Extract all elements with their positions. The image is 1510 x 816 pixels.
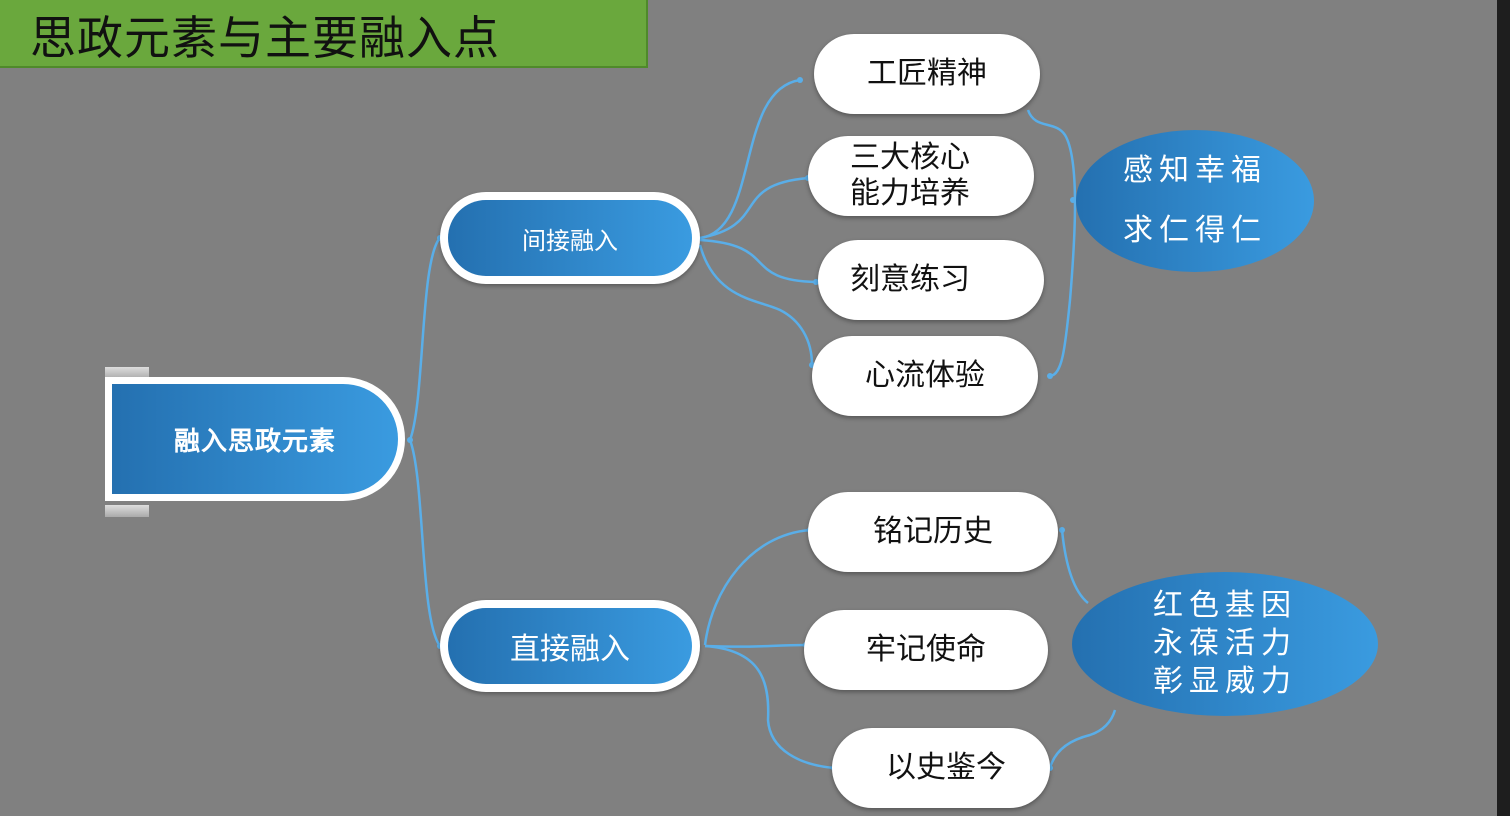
leaf-deliberate-practice[interactable]: 刻意练习	[818, 240, 1044, 320]
indirect-label: 间接融入	[522, 226, 618, 255]
outcome-line: 永葆活力	[1153, 626, 1297, 661]
outcome-line: 彰显威力	[1153, 664, 1297, 699]
link-outcome-bottom-2	[1048, 709, 1117, 769]
leaf-remember-history[interactable]: 铭记历史	[808, 492, 1058, 572]
direct-label: 直接融入	[510, 632, 630, 667]
link-indirect-3	[699, 238, 817, 284]
link-root-indirect	[408, 237, 442, 441]
leaf-remember-mission[interactable]: 牢记使命	[804, 610, 1048, 690]
link-direct-2	[704, 643, 807, 648]
link-outcome-bottom-1	[1060, 529, 1089, 604]
leaf-core-abilities[interactable]: 三大核心能力培养	[808, 136, 1034, 216]
root-node[interactable]: 融入思政元素	[105, 377, 405, 501]
outcome-red-gene[interactable]: 红色基因 永葆活力 彰显威力	[1072, 572, 1378, 716]
leaf-flow-experience[interactable]: 心流体验	[812, 336, 1038, 416]
node-direct[interactable]: 直接融入	[440, 600, 700, 692]
slide-title: 思政元素与主要融入点	[30, 11, 500, 65]
window-edge	[1497, 0, 1510, 816]
root-bevel-top	[105, 367, 149, 379]
link-outcome-top	[1026, 109, 1077, 378]
leaf-label: 以史鉴今	[886, 750, 1006, 785]
leaf-label-line2: 能力培养	[850, 176, 970, 211]
leaf-label-line1: 三大核心	[850, 140, 970, 175]
leaf-label: 工匠精神	[867, 56, 987, 91]
link-indirect-2	[699, 176, 809, 240]
link-indirect-1	[699, 78, 801, 240]
link-direct-1	[703, 528, 811, 646]
root-bevel-bottom	[105, 505, 149, 517]
leaf-label: 刻意练习	[850, 262, 970, 297]
link-indirect-4	[698, 244, 814, 366]
outcome-happiness[interactable]: 感知幸福 求仁得仁	[1076, 130, 1314, 272]
leaf-label: 心流体验	[865, 358, 985, 393]
link-root-direct	[408, 439, 442, 647]
leaf-craftsmanship[interactable]: 工匠精神	[814, 34, 1040, 114]
root-label: 融入思政元素	[173, 426, 336, 457]
outcome-line: 红色基因	[1153, 588, 1297, 623]
link-direct-3	[704, 644, 835, 770]
node-indirect[interactable]: 间接融入	[440, 192, 700, 284]
leaf-label: 牢记使命	[866, 632, 986, 667]
title-bar: 思政元素与主要融入点	[0, 0, 648, 68]
leaf-label: 铭记历史	[873, 514, 993, 549]
outcome-line: 感知幸福	[1123, 153, 1267, 188]
leaf-history-mirror[interactable]: 以史鉴今	[832, 728, 1050, 808]
outcome-line: 求仁得仁	[1123, 213, 1267, 248]
